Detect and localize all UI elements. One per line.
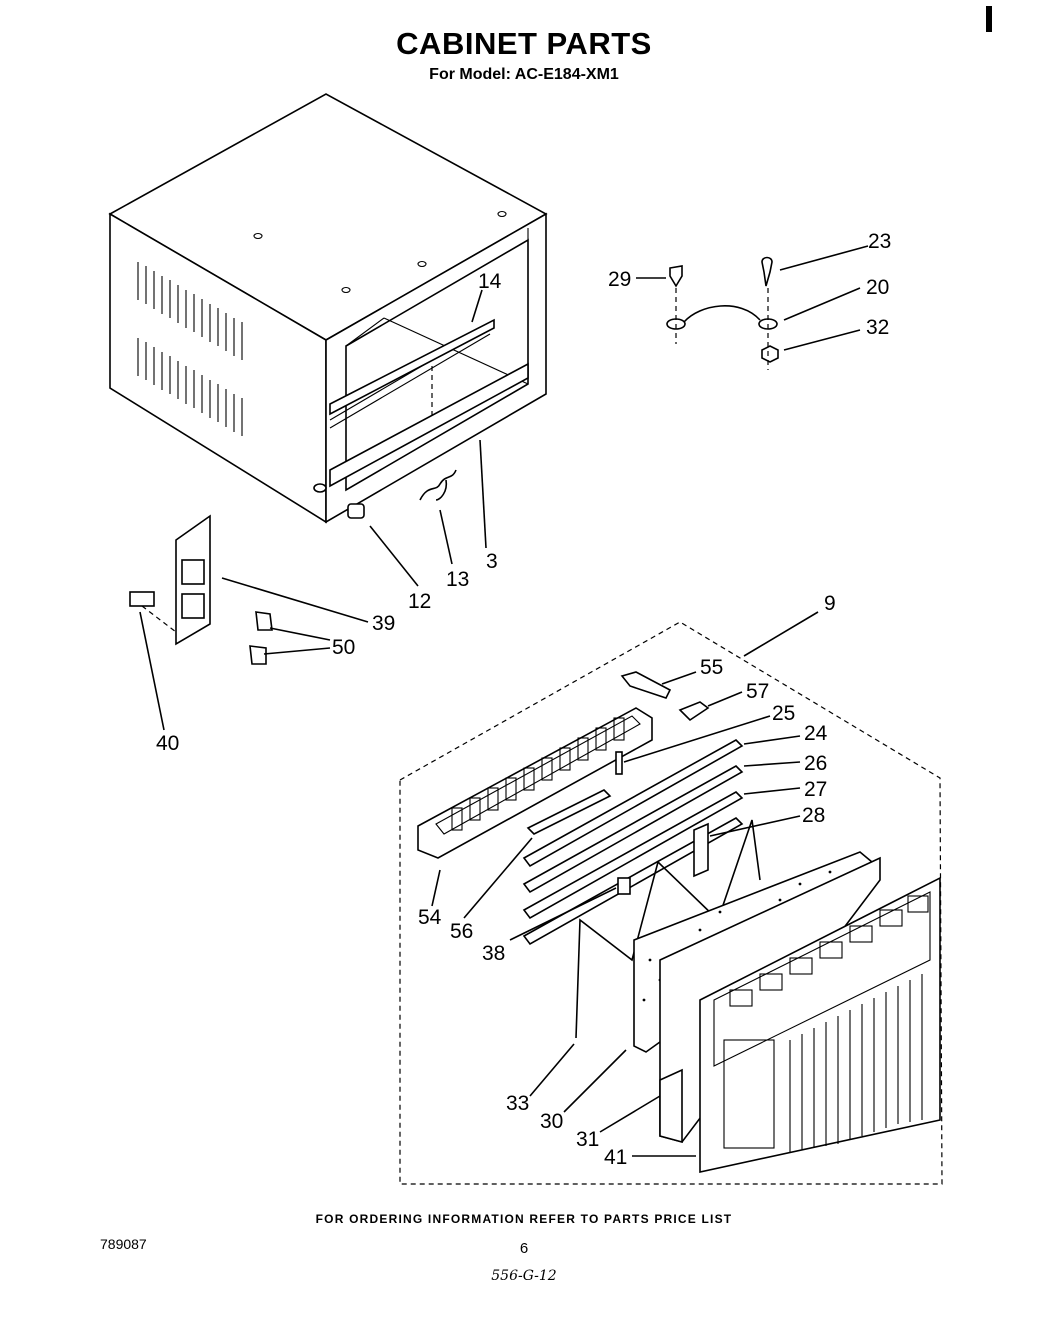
rod-part-56 (526, 789, 612, 835)
callout-38: 38 (482, 942, 505, 965)
control-panel-part-54 (417, 707, 653, 859)
callout-12: 12 (408, 590, 431, 613)
cabinet-drawing (108, 93, 548, 524)
callout-40: 40 (156, 732, 179, 755)
page-number: 6 (519, 1240, 529, 1257)
callout-56: 56 (450, 920, 473, 943)
callout-33: 33 (506, 1092, 529, 1115)
callout-29: 29 (608, 268, 631, 291)
ground-strap-group (666, 256, 779, 370)
callout-54: 54 (418, 906, 442, 929)
page-title: CABINET PARTS (396, 26, 652, 61)
callout-27: 27 (804, 778, 827, 801)
callout-3: 3 (486, 550, 498, 573)
callout-31: 31 (576, 1128, 599, 1151)
callout-9: 9 (824, 592, 836, 615)
clip-part-57 (678, 701, 710, 722)
front-grille-part-41 (699, 876, 941, 1173)
callout-32: 32 (866, 316, 889, 339)
louver-blades (522, 739, 744, 946)
handwritten-code: 556-G-12 (491, 1268, 557, 1284)
callout-20: 20 (866, 276, 889, 299)
callout-26: 26 (804, 752, 827, 775)
model-subtitle: For Model: AC-E184-XM1 (429, 66, 619, 83)
block-part-28 (693, 822, 709, 878)
callout-30: 30 (540, 1110, 563, 1133)
control-bracket-group (129, 514, 273, 665)
document-number: 789087 (100, 1236, 147, 1252)
callout-13: 13 (446, 568, 469, 591)
spring-clip-part-13 (419, 469, 457, 501)
callout-57: 57 (746, 680, 769, 703)
pin-part-25 (615, 751, 623, 775)
callout-39: 39 (372, 612, 395, 635)
callout-14: 14 (478, 270, 502, 293)
callout-25: 25 (772, 702, 795, 725)
callout-23: 23 (868, 230, 891, 253)
clip-part-38 (617, 877, 631, 895)
callout-55: 55 (700, 656, 723, 679)
leader-lines (139, 245, 869, 1157)
callout-28: 28 (802, 804, 825, 827)
callout-41: 41 (604, 1146, 627, 1169)
callout-50: 50 (332, 636, 355, 659)
wire-frame-part-33 (575, 819, 761, 1039)
lever-part-55 (620, 671, 672, 699)
ordering-info-note: FOR ORDERING INFORMATION REFER TO PARTS … (315, 1212, 733, 1226)
front-assembly-boundary (399, 621, 943, 1185)
corner-mark (986, 6, 992, 32)
callout-24: 24 (804, 722, 828, 745)
